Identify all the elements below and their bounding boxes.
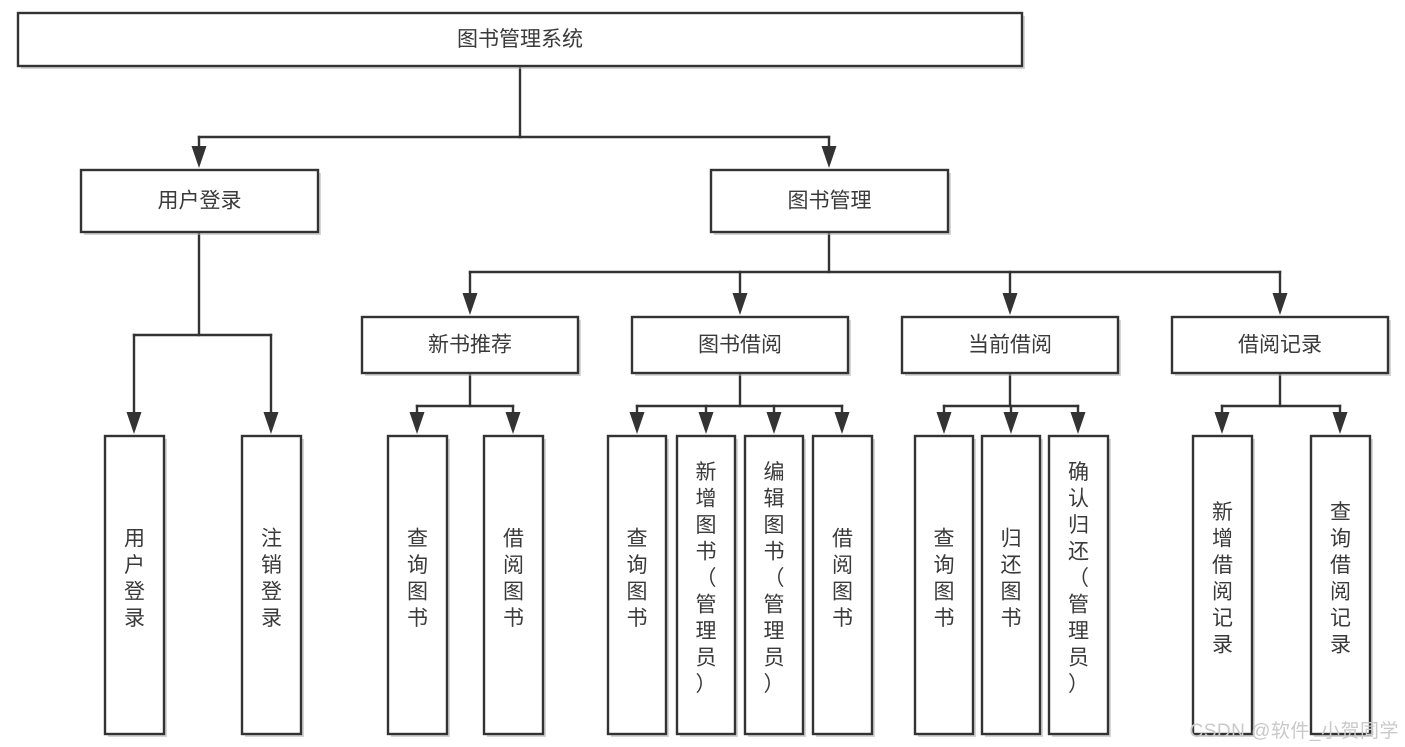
node-rect[interactable] bbox=[1309, 434, 1372, 736]
connector-borrow-record bbox=[1214, 371, 1348, 434]
node-rect[interactable] bbox=[913, 434, 975, 736]
node-leaf-confirm-return[interactable]: 确认归还（管理员） bbox=[1047, 434, 1111, 737]
node-label: 借阅记录 bbox=[1238, 334, 1322, 357]
connector-root bbox=[191, 64, 837, 168]
node-leaf-edit-book[interactable]: 编辑图书（管理员） bbox=[743, 434, 806, 737]
node-rect[interactable] bbox=[630, 315, 850, 375]
node-leaf-query-book-2[interactable]: 查询图书 bbox=[606, 434, 669, 737]
node-label: 新增图书（管理员） bbox=[696, 461, 717, 696]
node-rect[interactable] bbox=[103, 434, 166, 736]
connector-new-book-rec bbox=[409, 371, 521, 434]
node-label: 查询图书 bbox=[934, 527, 955, 630]
connector-current-borrow bbox=[936, 371, 1086, 434]
node-rect[interactable] bbox=[79, 168, 320, 234]
node-rect[interactable] bbox=[1191, 434, 1254, 736]
node-rect[interactable] bbox=[1170, 315, 1390, 375]
node-root[interactable]: 图书管理系统 bbox=[16, 11, 1025, 69]
node-leaf-return-book[interactable]: 归还图书 bbox=[980, 434, 1043, 737]
node-current-borrow[interactable]: 当前借阅 bbox=[900, 315, 1121, 376]
node-rect[interactable] bbox=[16, 11, 1024, 68]
node-label: 查询借阅记录 bbox=[1330, 501, 1351, 657]
connector-book-manage bbox=[462, 230, 1288, 315]
node-label: 图书管理系统 bbox=[457, 28, 583, 51]
node-borrow-record[interactable]: 借阅记录 bbox=[1170, 315, 1391, 376]
node-rect[interactable] bbox=[482, 434, 545, 736]
node-label: 借阅图书 bbox=[832, 527, 853, 630]
node-label: 查询图书 bbox=[627, 527, 648, 630]
node-rect[interactable] bbox=[675, 434, 737, 736]
node-rect[interactable] bbox=[386, 434, 449, 736]
node-label: 确认归还（管理员） bbox=[1068, 461, 1089, 696]
node-rect[interactable] bbox=[811, 434, 874, 736]
node-rect[interactable] bbox=[606, 434, 668, 736]
node-book-borrow[interactable]: 图书借阅 bbox=[630, 315, 851, 376]
connector-user-login bbox=[126, 230, 279, 434]
node-label: 图书借阅 bbox=[698, 334, 782, 357]
node-leaf-query-book-1[interactable]: 查询图书 bbox=[386, 434, 450, 737]
node-leaf-user-login[interactable]: 用户登录 bbox=[103, 434, 167, 737]
node-leaf-borrow-book-2[interactable]: 借阅图书 bbox=[811, 434, 875, 737]
node-label: 查询图书 bbox=[407, 527, 428, 630]
node-rect[interactable] bbox=[1047, 434, 1110, 736]
node-label: 归还图书 bbox=[1001, 527, 1022, 630]
node-label: 当前借阅 bbox=[968, 334, 1052, 357]
node-label: 用户登录 bbox=[158, 190, 242, 213]
node-label: 编辑图书（管理员） bbox=[764, 461, 785, 696]
node-label: 图书管理 bbox=[788, 190, 872, 213]
nodes-layer: 图书管理系统用户登录图书管理新书推荐图书借阅当前借阅借阅记录用户登录注销登录查询… bbox=[16, 11, 1391, 737]
node-label: 用户登录 bbox=[124, 527, 145, 630]
node-leaf-logout[interactable]: 注销登录 bbox=[240, 434, 304, 737]
node-leaf-add-record[interactable]: 新增借阅记录 bbox=[1191, 434, 1255, 737]
connector-book-borrow bbox=[629, 371, 850, 434]
node-new-book-rec[interactable]: 新书推荐 bbox=[360, 315, 581, 376]
node-user-login[interactable]: 用户登录 bbox=[79, 168, 321, 235]
node-rect[interactable] bbox=[709, 168, 950, 234]
node-rect[interactable] bbox=[743, 434, 805, 736]
connectors-layer bbox=[126, 64, 1348, 434]
node-leaf-query-book-3[interactable]: 查询图书 bbox=[913, 434, 976, 737]
node-leaf-query-record[interactable]: 查询借阅记录 bbox=[1309, 434, 1373, 737]
node-label: 新增借阅记录 bbox=[1212, 501, 1233, 657]
node-book-manage[interactable]: 图书管理 bbox=[709, 168, 951, 235]
node-rect[interactable] bbox=[900, 315, 1120, 375]
node-label: 借阅图书 bbox=[503, 527, 524, 630]
watermark-label: CSDN @软件_小贺同学 bbox=[1189, 721, 1399, 742]
node-rect[interactable] bbox=[980, 434, 1042, 736]
node-leaf-add-book[interactable]: 新增图书（管理员） bbox=[675, 434, 738, 737]
node-rect[interactable] bbox=[360, 315, 580, 375]
node-label: 注销登录 bbox=[261, 527, 282, 630]
node-label: 新书推荐 bbox=[428, 334, 512, 357]
node-leaf-borrow-book-1[interactable]: 借阅图书 bbox=[482, 434, 546, 737]
node-rect[interactable] bbox=[240, 434, 303, 736]
